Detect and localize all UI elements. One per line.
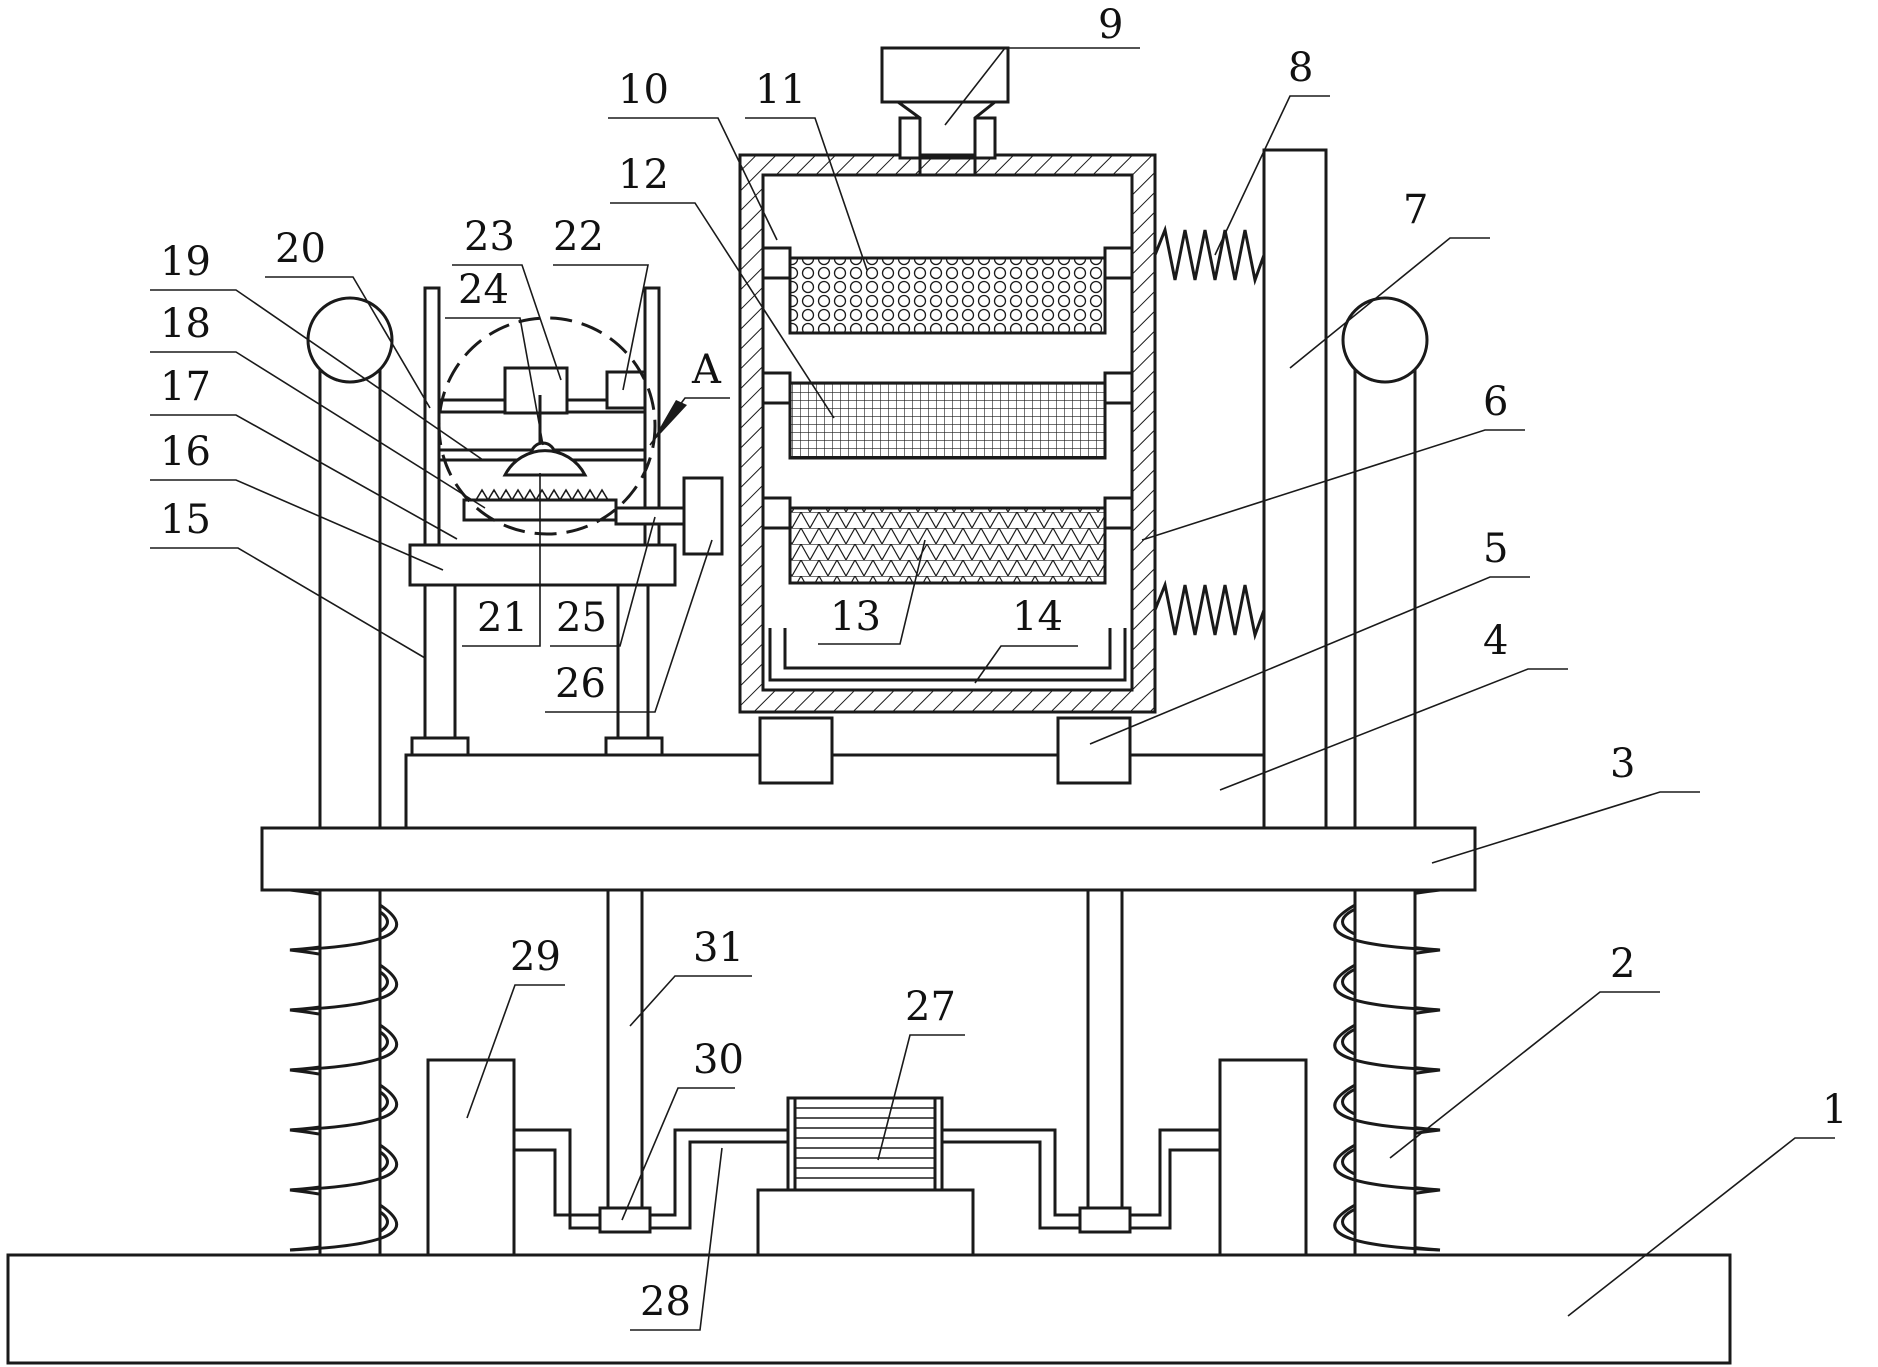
- callout-11: 11: [755, 67, 806, 113]
- callout-1: 1: [1822, 1087, 1847, 1133]
- callout-30: 30: [693, 1037, 744, 1083]
- callout-9: 9: [1098, 2, 1123, 48]
- callout-labels: 1 2 3 4 5 6 7 8 9 10 11 12 13 14 15 16 1…: [160, 2, 1847, 1325]
- mesh-tray-upper: [761, 246, 1134, 335]
- callout-16: 16: [160, 429, 211, 475]
- callout-8: 8: [1288, 45, 1313, 91]
- callout-3: 3: [1610, 741, 1635, 787]
- callout-A: A: [691, 347, 722, 393]
- left-post: [306, 296, 394, 1257]
- callout-31: 31: [693, 925, 744, 971]
- callout-21: 21: [477, 595, 528, 641]
- callout-13: 13: [830, 594, 881, 640]
- callout-14: 14: [1012, 594, 1063, 640]
- upper-bed: [404, 753, 1266, 830]
- callout-15: 15: [160, 497, 211, 543]
- motor-coils: [795, 1107, 935, 1179]
- callout-6: 6: [1483, 379, 1508, 425]
- mesh-tray-lower: [761, 496, 1134, 585]
- callout-20: 20: [275, 226, 326, 272]
- callout-17: 17: [160, 364, 211, 410]
- callout-24: 24: [458, 267, 509, 313]
- callout-12: 12: [618, 152, 669, 198]
- right-post: [1341, 296, 1429, 1257]
- lower-spring: [1153, 579, 1266, 641]
- side-board: [1262, 148, 1328, 830]
- collection-tray: [768, 628, 1127, 682]
- callout-7: 7: [1403, 187, 1428, 233]
- callout-25: 25: [556, 595, 607, 641]
- callout-27: 27: [905, 984, 956, 1030]
- base-plate: [6, 1253, 1732, 1365]
- callout-22: 22: [553, 214, 604, 260]
- screen-box: [738, 46, 1157, 785]
- callout-28: 28: [640, 1279, 691, 1325]
- mesh-tray-middle: [761, 371, 1134, 460]
- callout-26: 26: [555, 661, 606, 707]
- leader-lines: [150, 47, 1835, 1331]
- callout-29: 29: [510, 934, 561, 980]
- spring-fronts: [289, 903, 1441, 1252]
- callout-19: 19: [160, 239, 211, 285]
- callout-4: 4: [1483, 618, 1508, 664]
- upper-spring: [1153, 224, 1266, 286]
- callout-18: 18: [160, 301, 211, 347]
- callout-23: 23: [464, 214, 515, 260]
- arrow-a: [650, 400, 687, 445]
- callout-10: 10: [618, 67, 669, 113]
- left-mechanism: [408, 286, 724, 757]
- callout-5: 5: [1483, 526, 1508, 572]
- platform-plate: [260, 826, 1477, 892]
- callout-2: 2: [1610, 941, 1635, 987]
